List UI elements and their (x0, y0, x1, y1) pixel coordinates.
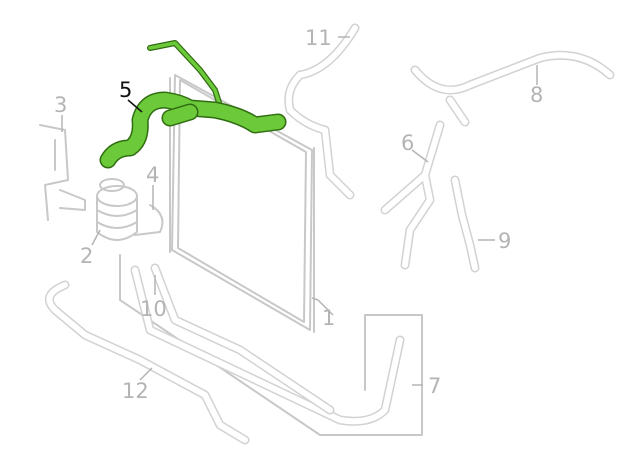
leader-12 (139, 367, 153, 381)
label-part-7: 7 (428, 374, 441, 398)
hose-part-5-highlighted (99, 40, 287, 169)
hose-part-7 (119, 254, 423, 436)
hose-part-9 (450, 175, 480, 273)
label-part-1: 1 (322, 306, 335, 330)
label-part-4: 4 (146, 163, 159, 187)
clip-part-4 (134, 204, 164, 236)
hose-part-11 (284, 23, 360, 200)
label-part-3: 3 (54, 93, 67, 117)
label-part-6: 6 (401, 131, 414, 155)
label-part-8: 8 (530, 83, 543, 107)
hose-part-8 (410, 50, 615, 127)
hose-part-10 (150, 263, 335, 415)
hose-part-6 (380, 120, 445, 270)
leader-1 (311, 297, 334, 316)
label-part-11: 11 (305, 26, 332, 50)
label-part-5: 5 (119, 78, 132, 102)
label-part-2: 2 (80, 244, 93, 268)
leader-5 (127, 99, 143, 113)
pump-part-2 (96, 178, 138, 241)
label-part-9: 9 (498, 229, 511, 253)
leader-6 (411, 149, 429, 163)
label-part-10: 10 (140, 297, 167, 321)
label-part-12: 12 (122, 379, 149, 403)
bracket-part-3 (39, 124, 86, 221)
leader-2 (91, 229, 101, 246)
hose-part-12 (44, 280, 250, 445)
